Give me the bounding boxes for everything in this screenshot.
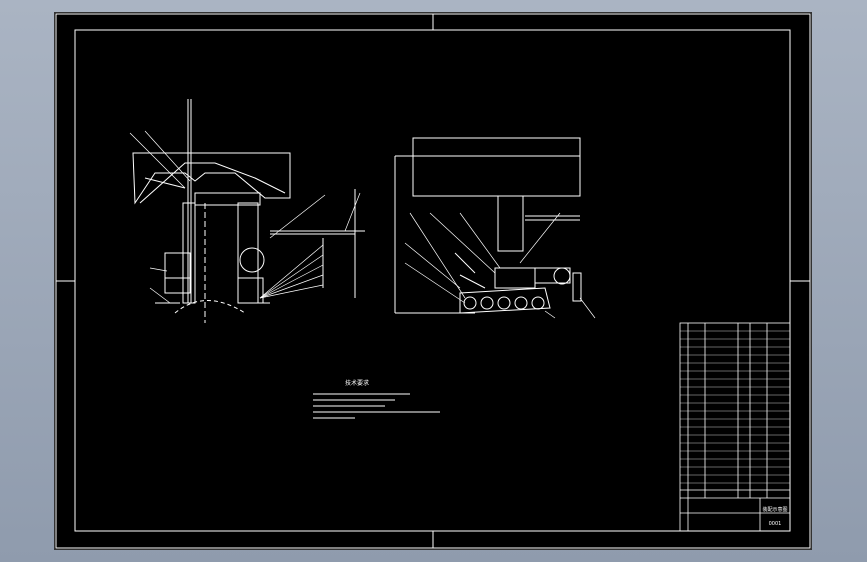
cad-drawing: 技术要求 [55, 13, 811, 549]
leader-lines-side [404, 212, 596, 319]
side-view [394, 137, 582, 314]
parts-list-rows [680, 330, 790, 484]
leader-lines-front [129, 130, 361, 304]
inner-border [74, 29, 791, 532]
title-block-drawing-name: 装配示意图 [762, 506, 787, 513]
outer-border [55, 13, 811, 549]
technical-notes-lines [313, 393, 440, 419]
front-view [132, 99, 365, 323]
drawing-sheet: 技术要求 [55, 13, 811, 549]
technical-notes-title: 技术要求 [345, 379, 369, 387]
title-block-drawing-number: 0001 [769, 521, 782, 527]
